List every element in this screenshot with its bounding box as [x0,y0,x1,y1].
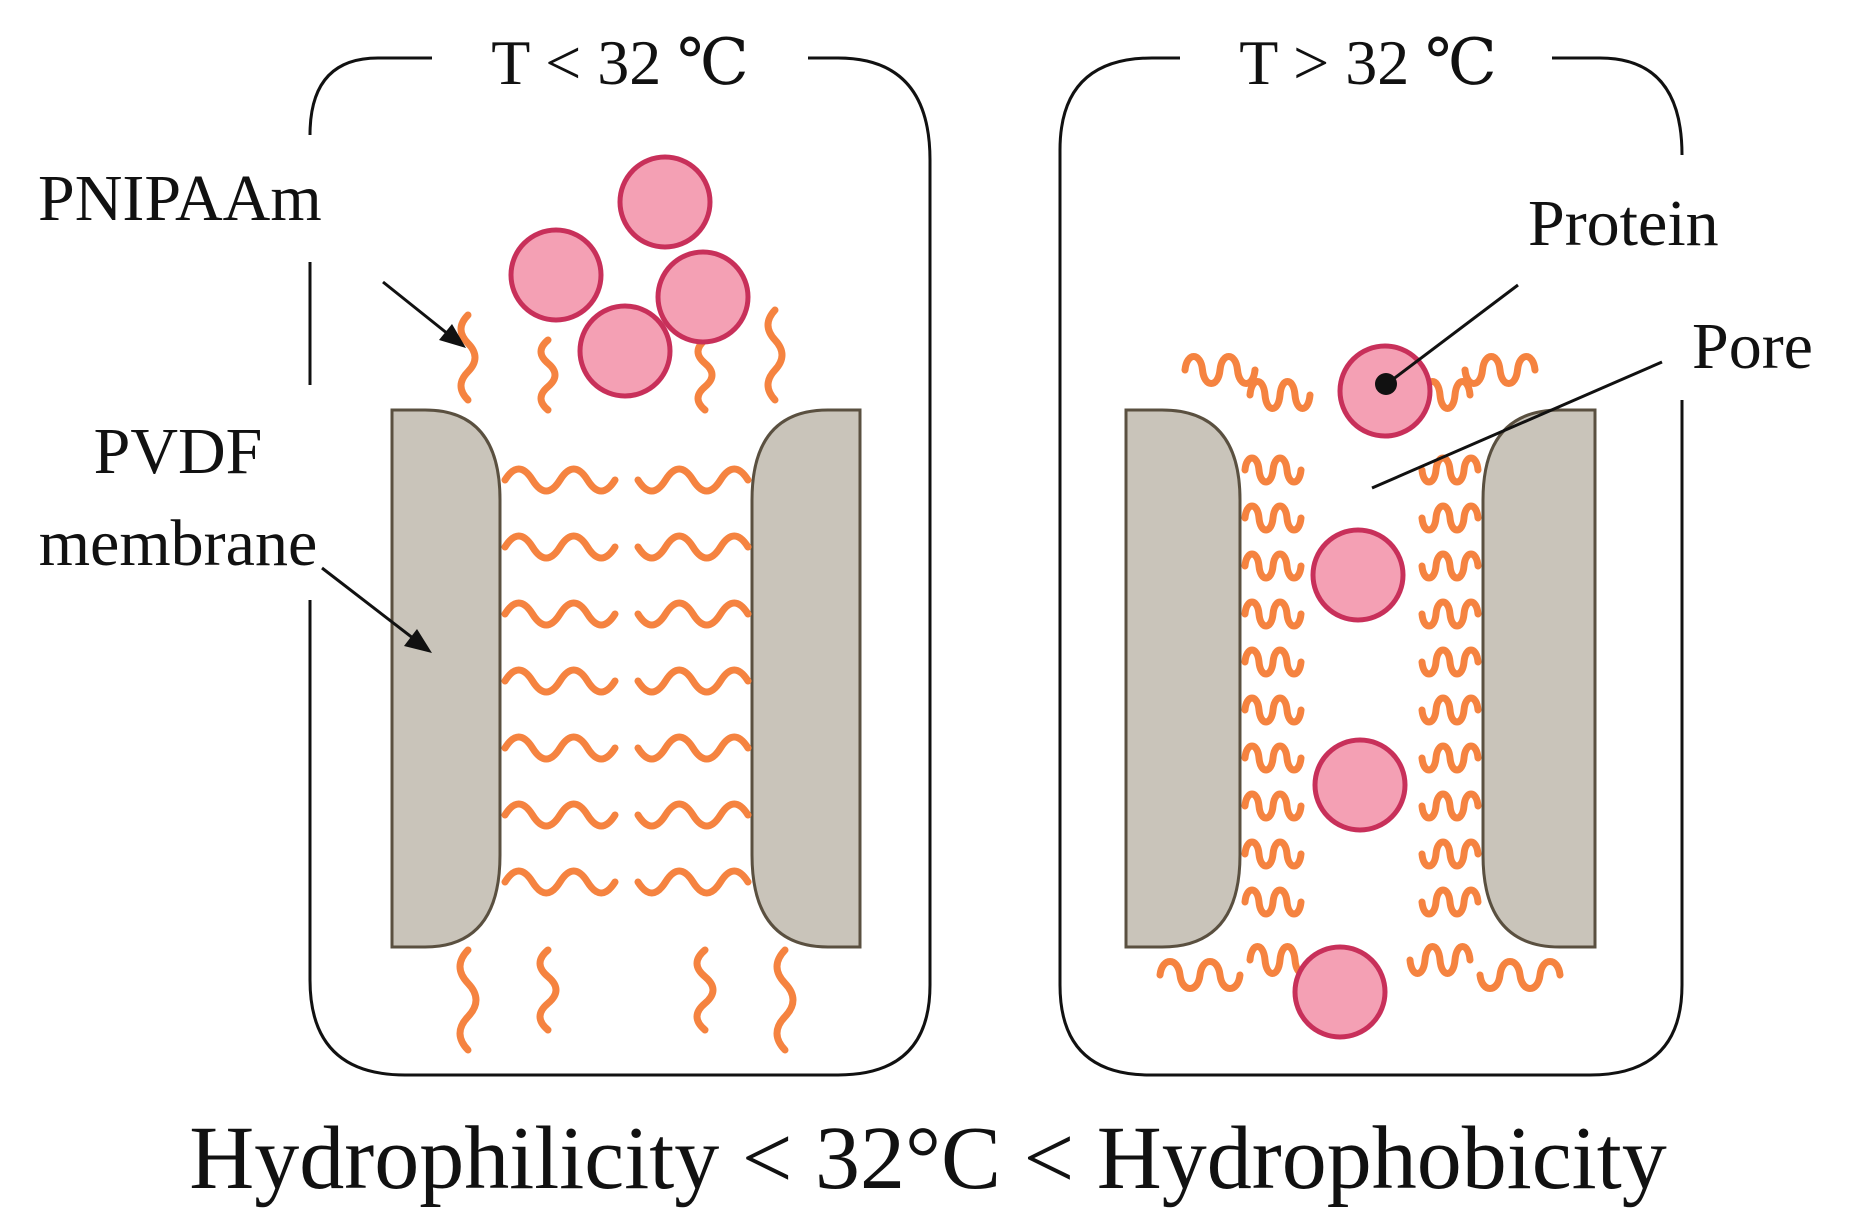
protein-molecule [577,303,673,399]
protein-label: Protein [1528,187,1719,260]
pnipaam-chain [1418,502,1482,534]
left-panel-header: T < 32 ℃ [491,27,749,98]
pnipaam-chain [501,465,619,495]
pnipaam-chain [1241,694,1305,726]
pvdf-pointer-arrow [321,566,419,644]
pnipaam-chain [1241,598,1305,630]
protein-molecule [1312,737,1408,833]
pnipaam-chain [764,306,786,404]
pnipaam-chain [1156,958,1244,992]
pnipaam-label: PNIPAAm [38,162,322,235]
pnipaam-chain [1241,550,1305,582]
pnipaam-chain [501,532,619,562]
pore-pointer-line [1371,360,1663,490]
pnipaam-chain [501,800,619,830]
pnipaam-chain [1476,958,1564,992]
protein-molecule [508,227,604,323]
pnipaam-chain [1418,838,1482,870]
right-panel-header: T > 32 ℃ [1239,27,1497,98]
protein-molecule [1292,944,1388,1040]
protein-molecule [655,249,751,345]
pnipaam-chain [501,733,619,763]
pnipaam-chain [1241,742,1305,774]
pnipaam-chain [1241,886,1305,918]
pnipaam-chain [1241,502,1305,534]
left-panel-extended-pnipaam-chains [456,306,797,1054]
pnipaam-chain [1418,790,1482,822]
right-panel-membrane-left [1124,408,1242,949]
pnipaam-chain [1246,378,1314,412]
left-panel-frame [308,56,932,1077]
pnipaam-chain [456,946,480,1054]
pnipaam-chain [1418,550,1482,582]
pnipaam-pointer-arrowhead [439,324,466,348]
diagram-caption: Hydrophilicity < 32°C < Hydrophobicity [189,1109,1666,1208]
pnipaam-chain [1181,353,1259,387]
right-panel-proteins [1292,343,1433,1040]
pnipaam-chain [501,666,619,696]
protein-molecule [617,154,713,250]
pnipaam-chain [634,666,752,696]
left-panel-membrane-left [390,408,502,949]
pnipaam-chain [1241,790,1305,822]
right-panel-frame [1058,56,1684,1077]
pnipaam-chain [501,599,619,629]
right-panel-membrane-right [1481,408,1597,949]
pnipaam-chain [694,336,716,414]
pnipaam-chain [693,946,717,1034]
pnipaam-chain [634,465,752,495]
pnipaam-chain [634,867,752,897]
pnipaam-chain [1406,943,1474,977]
pnipaam-chain [634,733,752,763]
pnipaam-chain [634,599,752,629]
pnipaam-chain [634,800,752,830]
pnipaam-chain [537,336,559,414]
pnipaam-chain [773,946,797,1054]
pnipaam-pointer-arrow [382,280,454,340]
pvdf-pointer-arrowhead [404,629,432,653]
pnipaam-chain [1241,454,1305,486]
pnipaam-chain [1461,353,1539,387]
pnipaam-chain [1241,646,1305,678]
pnipaam-chain [1418,742,1482,774]
protein-pointer-line [1387,283,1519,385]
pnipaam-chain [1418,886,1482,918]
pore-label: Pore [1692,310,1813,383]
pnipaam-chain [1418,694,1482,726]
pnipaam-chain [1241,838,1305,870]
pnipaam-chain [457,311,479,404]
pnipaam-chain [1418,598,1482,630]
left-panel-proteins [508,154,751,399]
pvdf-label-line2: membrane [39,507,318,580]
pnipaam-chain [1418,646,1482,678]
protein-molecule [1310,527,1406,623]
left-panel-membrane-right [750,408,862,949]
pvdf-label-line1: PVDF [94,415,263,488]
pnipaam-chain [501,867,619,897]
pnipaam-chain [1418,454,1482,486]
pnipaam-chain [634,532,752,562]
pnipaam-chain [536,946,560,1034]
protein-pointer-dot [1375,373,1397,395]
